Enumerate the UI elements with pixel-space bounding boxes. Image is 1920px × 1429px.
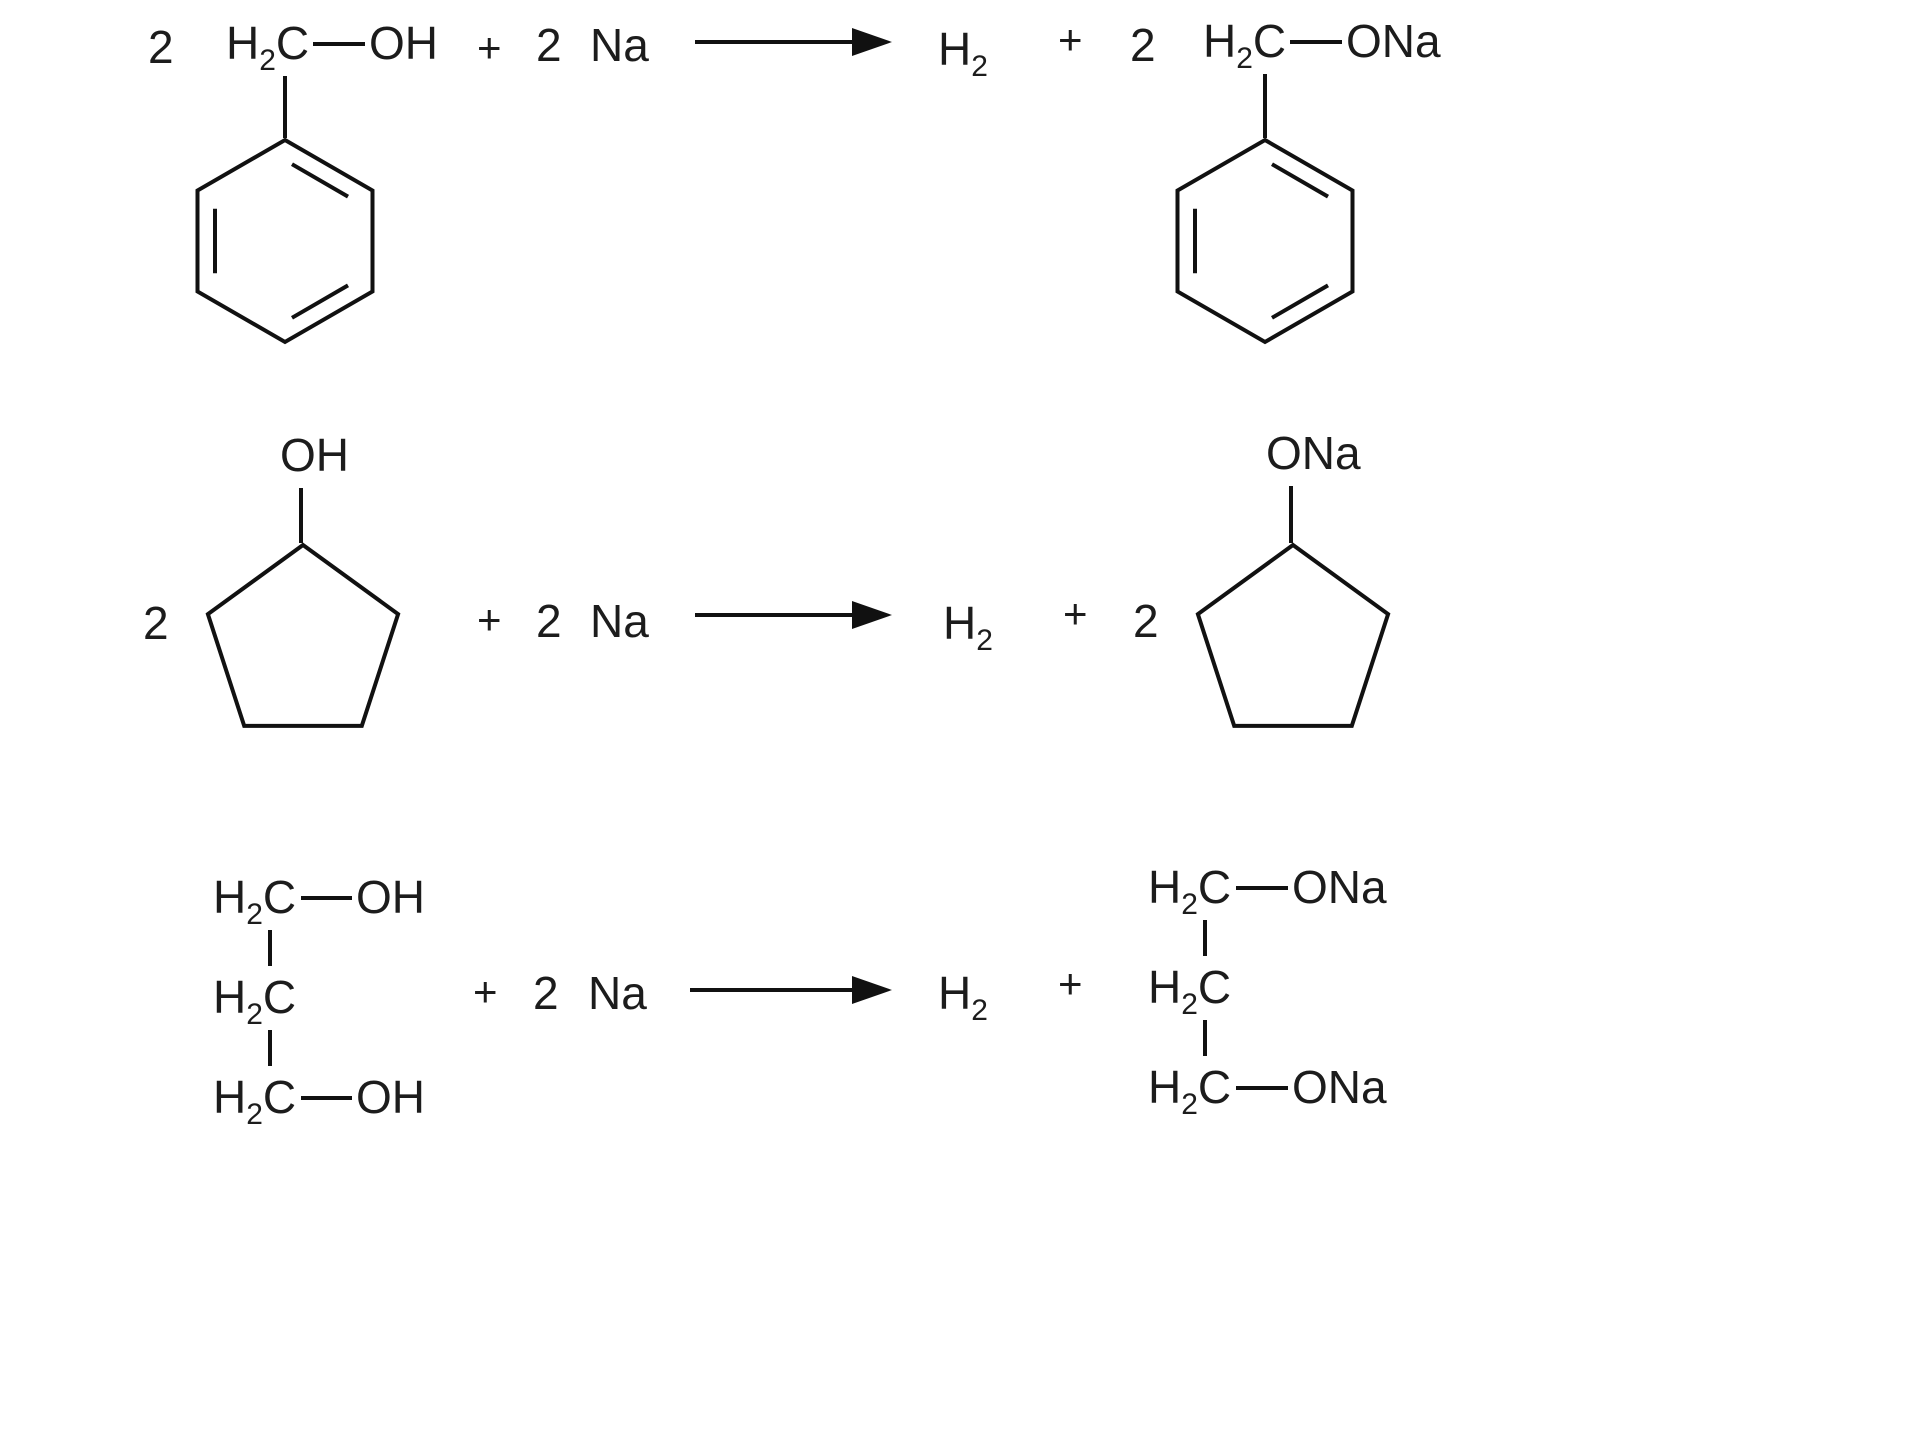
sodium-coefficient: 2 — [533, 967, 559, 1019]
subscript-two: 2 — [259, 44, 276, 77]
hydroxyl-label: OH — [356, 1071, 425, 1123]
row3-reactant-structure — [268, 896, 352, 1100]
sodium-alkoxide-label: ONa — [1346, 15, 1441, 67]
double-bond-inner — [290, 162, 350, 199]
element-carbon: C — [262, 1071, 297, 1123]
plus-sign: + — [1063, 590, 1088, 637]
sodium-coefficient: 2 — [536, 19, 562, 71]
ch2-group: H2C — [1203, 15, 1287, 73]
element-hydrogen: H — [213, 1071, 247, 1123]
sodium-alkoxide-label: ONa — [1292, 861, 1387, 913]
plus-sign: + — [1058, 960, 1083, 1007]
arrow-head — [852, 976, 892, 1004]
double-bond-inner — [290, 283, 350, 320]
benzene-ring — [195, 137, 375, 345]
element-hydrogen: H — [1203, 15, 1237, 67]
subscript-two: 2 — [971, 50, 988, 83]
element-hydrogen: H — [213, 871, 247, 923]
row3-product-structure — [1203, 886, 1288, 1090]
subscript-two: 2 — [971, 994, 988, 1027]
subscript-two: 2 — [1181, 888, 1198, 921]
row1-reaction-arrow — [695, 28, 892, 56]
arrow-head — [852, 601, 892, 629]
hydrogen-gas-label: H2 — [938, 23, 988, 81]
sodium-coefficient: 2 — [536, 595, 562, 647]
ch2-group: H2C — [1148, 961, 1232, 1019]
subscript-two: 2 — [1181, 1088, 1198, 1121]
row2-product-structure — [1195, 486, 1391, 728]
ch2-group: H2C — [213, 971, 297, 1029]
sodium-label: Na — [590, 595, 649, 647]
cyclopentane-ring — [1195, 542, 1391, 728]
subscript-two: 2 — [1181, 988, 1198, 1021]
product-coefficient: 2 — [1130, 19, 1156, 71]
element-hydrogen: H — [1148, 861, 1182, 913]
cyclopentane-ring — [205, 542, 401, 728]
benzene-ring — [1175, 137, 1355, 345]
arrow-head — [852, 28, 892, 56]
ch2-group: H2C — [226, 17, 310, 75]
sodium-alkoxide-label: ONa — [1292, 1061, 1387, 1113]
element-carbon: C — [1197, 961, 1232, 1013]
element-hydrogen: H — [943, 597, 977, 649]
plus-sign: + — [1058, 16, 1083, 63]
product-coefficient: 2 — [1133, 595, 1159, 647]
ch2-group: H2C — [1148, 1061, 1232, 1119]
subscript-two: 2 — [246, 898, 263, 931]
row2-reactant-structure — [205, 488, 401, 728]
subscript-two: 2 — [246, 1098, 263, 1131]
element-hydrogen: H — [1148, 961, 1182, 1013]
element-carbon: C — [1197, 1061, 1232, 1113]
subscript-two: 2 — [976, 624, 993, 657]
element-carbon: C — [262, 871, 297, 923]
element-carbon: C — [275, 17, 310, 69]
hydroxyl-label: OH — [356, 871, 425, 923]
reactant-coefficient: 2 — [143, 597, 169, 649]
element-hydrogen: H — [226, 17, 260, 69]
plus-sign: + — [473, 968, 498, 1015]
subscript-two: 2 — [246, 998, 263, 1031]
sodium-label: Na — [588, 967, 647, 1019]
ch2-group: H2C — [1148, 861, 1232, 919]
element-carbon: C — [1197, 861, 1232, 913]
ch2-group: H2C — [213, 871, 297, 929]
hydrogen-gas-label: H2 — [943, 597, 993, 655]
row1-reactant-structure — [195, 42, 375, 345]
hydroxyl-label: OH — [280, 429, 349, 481]
subscript-two: 2 — [1236, 42, 1253, 75]
sodium-label: Na — [590, 19, 649, 71]
hydroxyl-label: OH — [369, 17, 438, 69]
sodium-alkoxide-label: ONa — [1266, 427, 1361, 479]
double-bond-inner — [1270, 283, 1330, 320]
hydrogen-gas-label: H2 — [938, 967, 988, 1025]
row3-reaction-arrow — [690, 976, 892, 1004]
element-carbon: C — [1252, 15, 1287, 67]
element-hydrogen: H — [938, 23, 972, 75]
double-bond-inner — [1270, 162, 1330, 199]
plus-sign: + — [477, 24, 502, 71]
element-hydrogen: H — [938, 967, 972, 1019]
reactant-coefficient: 2 — [148, 21, 174, 73]
element-hydrogen: H — [1148, 1061, 1182, 1113]
plus-sign: + — [477, 596, 502, 643]
element-carbon: C — [262, 971, 297, 1023]
element-hydrogen: H — [213, 971, 247, 1023]
row1-product-structure — [1175, 40, 1355, 345]
row2-reaction-arrow — [695, 601, 892, 629]
ch2-group: H2C — [213, 1071, 297, 1129]
